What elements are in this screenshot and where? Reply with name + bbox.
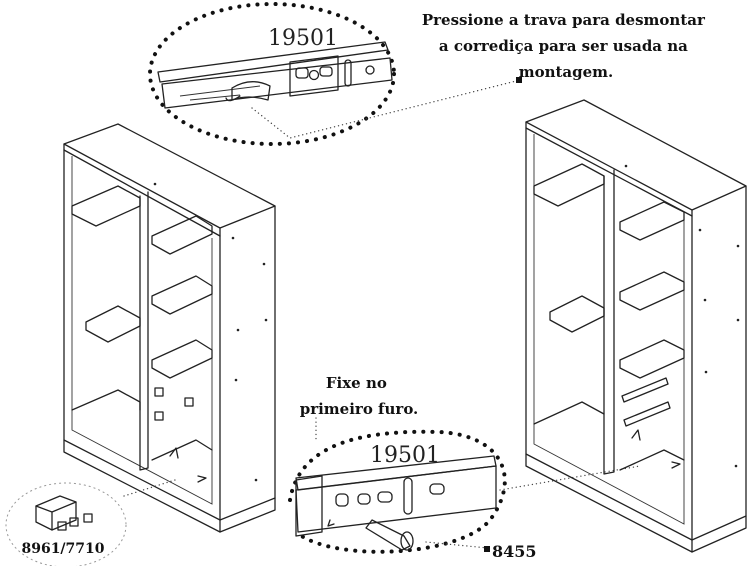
installed-slide-2: [623, 401, 671, 427]
cabinet-left-top-lip: [63, 149, 221, 237]
shelf-right-3: [151, 339, 213, 379]
slide-release-detail: 19501: [148, 2, 522, 146]
shelf-r-right-4: [619, 449, 685, 471]
top-callout-text: Pressione a trava para desmontar a corre…: [422, 11, 710, 81]
connector-2: [154, 411, 164, 421]
slide-slot: [344, 59, 352, 87]
arrow-up-left: [169, 447, 179, 459]
cabinet-right-top-lip: [525, 127, 693, 217]
cabinet-left-divider: [139, 191, 149, 471]
slide-to-cabinet-leader: [499, 465, 641, 491]
slide-hole-1: [295, 67, 309, 79]
cabinet-right-top-edge: [691, 185, 747, 211]
connector-pin-1: [57, 521, 67, 531]
slide-fix-detail: 19501 8455: [288, 417, 641, 561]
connector-code: 8961/7710: [21, 541, 104, 557]
shelf-r-right-3: [619, 339, 685, 379]
cabinet-left-outline: [63, 123, 276, 521]
shelf-left-2: [85, 305, 141, 343]
detail-circle-bottom: [288, 429, 507, 554]
connector-pin-2: [69, 517, 79, 527]
screw-head: [400, 531, 414, 551]
connector-1: [154, 387, 164, 397]
connector-leader: [123, 479, 176, 497]
detail-circle-top: [148, 2, 396, 146]
slide-rail-inner: [161, 57, 393, 109]
shelf-right-1: [151, 215, 213, 255]
slide-fix-hole-3: [377, 491, 393, 503]
shelf-r-right-2: [619, 271, 685, 311]
screw-leader-marker: [484, 546, 490, 552]
cabinet-left-base: [63, 439, 276, 533]
cabinet-left-inner: [71, 156, 213, 505]
shelf-r-left-2: [549, 295, 605, 333]
slide-fix-slot: [403, 477, 413, 515]
slide-rail-outer: [157, 41, 389, 83]
slide-hole-3: [319, 66, 333, 77]
slide-bracket: [289, 55, 339, 97]
connector-block: [35, 495, 77, 531]
shelf-right-2: [151, 275, 213, 315]
shelf-left-3: [71, 389, 141, 411]
shelf-right-4: [151, 439, 213, 461]
slide-code-bottom: 19501: [370, 443, 440, 468]
cabinet-left: [63, 123, 276, 533]
cabinet-right-front-edge: [525, 121, 693, 541]
middle-callout-text: Fixe no primeiro furo.: [300, 374, 419, 418]
slide-latch: [231, 81, 271, 101]
slide-fix-hole-1: [335, 493, 349, 507]
connector-3: [184, 397, 194, 407]
cabinet-right-base: [525, 453, 747, 553]
connector-detail: 8961/7710: [5, 482, 127, 566]
slide-hole-4: [365, 65, 375, 75]
slide-code-top: 19501: [268, 26, 338, 51]
slide-hole-2: [308, 69, 320, 81]
screw-shaft: [365, 519, 411, 551]
shelf-left-1: [71, 185, 141, 227]
top-leader-line: [251, 79, 521, 139]
connector-pin-3: [83, 513, 93, 523]
arrow-right-left: [197, 475, 207, 483]
cabinet-right-divider: [603, 169, 615, 475]
cabinet-left-top-edge: [219, 205, 276, 229]
shelf-r-left-3: [533, 401, 605, 425]
fix-arrow: [327, 519, 335, 527]
shelf-r-right-1: [619, 201, 685, 241]
cabinet-right-inner: [533, 134, 685, 525]
leader-end-marker: [516, 77, 522, 83]
slide-fix-hole-2: [357, 493, 371, 505]
cabinet-right-outline: [525, 99, 747, 541]
screw-code: 8455: [492, 542, 537, 561]
cabinet-right: [525, 99, 747, 553]
slide-rail-body: [295, 465, 497, 533]
press-arrow: [225, 95, 241, 102]
arrow-up-right: [631, 429, 641, 441]
arrow-right-right: [671, 461, 681, 469]
shelf-r-left-1: [533, 163, 605, 207]
slide-end-bracket: [295, 475, 323, 537]
slide-fix-hole-4: [429, 483, 445, 495]
installed-slide-1: [621, 377, 669, 403]
connector-detail-circle: [5, 482, 127, 566]
